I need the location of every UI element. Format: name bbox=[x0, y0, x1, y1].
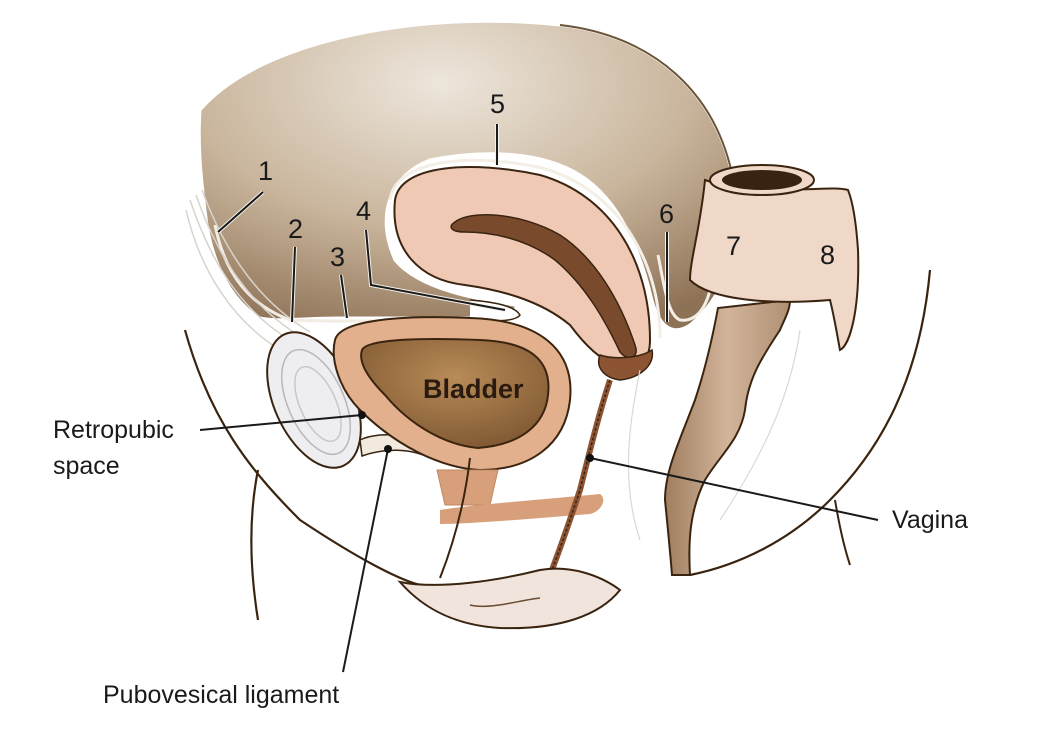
uterine-cavity bbox=[450, 214, 637, 359]
pubovesical-callout bbox=[342, 445, 392, 673]
vagina bbox=[545, 379, 613, 582]
label-6: 6 bbox=[659, 199, 674, 229]
body-contour-left bbox=[183, 329, 421, 587]
thigh-contour bbox=[250, 469, 260, 621]
label-1: 1 bbox=[258, 156, 273, 186]
label-7: 7 bbox=[726, 231, 741, 261]
vagina-callout bbox=[586, 454, 879, 521]
retropubic-label-line2: space bbox=[53, 452, 120, 480]
label-2: 2 bbox=[288, 214, 303, 244]
bladder-label: Bladder bbox=[423, 374, 524, 404]
retropubic-callout bbox=[199, 411, 366, 431]
peritoneum-edge bbox=[559, 24, 736, 191]
label-3: 3 bbox=[330, 242, 345, 272]
label-5: 5 bbox=[490, 89, 505, 119]
perineum-fold bbox=[469, 597, 541, 608]
body-contour-right bbox=[689, 269, 932, 577]
rectouterine-pouch bbox=[656, 254, 712, 322]
label-8: 8 bbox=[820, 240, 835, 270]
leader-lines bbox=[216, 124, 669, 323]
perineum bbox=[397, 567, 622, 630]
uterus-serosa bbox=[388, 158, 662, 339]
retropubic-label-line1: Retropubic bbox=[53, 416, 174, 444]
pubovesical-label: Pubovesical ligament bbox=[103, 681, 339, 709]
bladder-lumen bbox=[360, 338, 550, 450]
vagina-label: Vagina bbox=[892, 506, 968, 534]
sigmoid-colon bbox=[688, 164, 860, 352]
label-4: 4 bbox=[356, 196, 371, 226]
faint-guides bbox=[627, 329, 801, 541]
perineal-membrane bbox=[440, 494, 604, 524]
urethra bbox=[439, 457, 471, 579]
sacral-contour bbox=[834, 499, 851, 566]
rectum bbox=[663, 298, 792, 576]
